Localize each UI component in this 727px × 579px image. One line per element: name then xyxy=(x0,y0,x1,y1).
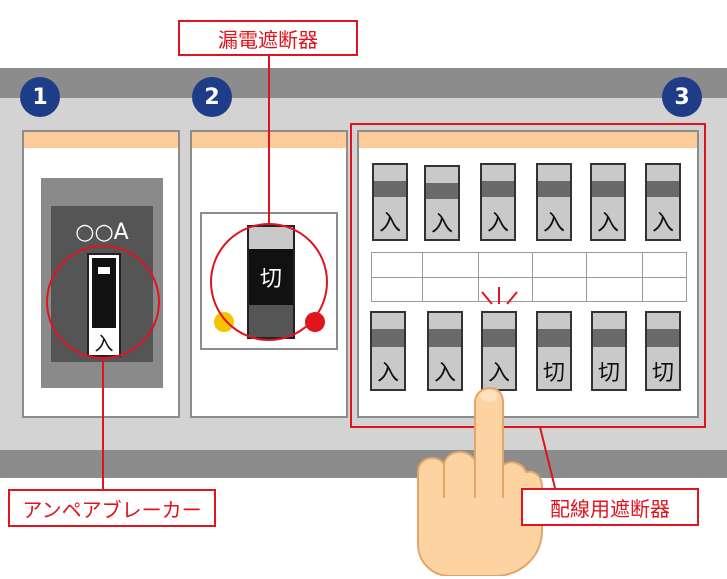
wiring-switch-bottom-2[interactable]: 入 xyxy=(427,311,463,391)
table-line xyxy=(532,253,533,301)
switch-state: 入 xyxy=(378,211,401,236)
wiring-switch-top-3[interactable]: 入 xyxy=(480,163,516,241)
switch-state: 入 xyxy=(651,211,674,236)
wiring-switch-top-2[interactable]: 入 xyxy=(424,165,460,241)
panel-top-strip xyxy=(0,68,727,98)
wiring-breaker-label: 配線用遮断器 xyxy=(521,488,699,526)
switch-band xyxy=(538,181,570,197)
wiring-breaker-box xyxy=(357,130,699,418)
switch-state: 入 xyxy=(487,361,510,386)
switch-state: 入 xyxy=(430,212,453,237)
switch-state: 入 xyxy=(596,211,619,236)
switch-state: 入 xyxy=(376,361,399,386)
ampere-highlight-circle xyxy=(46,245,160,359)
switch-band xyxy=(593,329,625,347)
switch-band xyxy=(647,329,679,347)
switch-state: 切 xyxy=(597,361,620,386)
wiring-switch-bottom-6[interactable]: 切 xyxy=(645,311,681,391)
ampere-breaker-label: アンペアブレーカー xyxy=(8,489,216,527)
table-line xyxy=(422,253,423,301)
ampere-switch-indicator xyxy=(98,267,110,274)
wiring-switch-bottom-3[interactable]: 入 xyxy=(481,311,517,391)
leakage-switch-top xyxy=(249,227,293,249)
box-header xyxy=(359,132,697,148)
wiring-switch-bottom-4[interactable]: 切 xyxy=(536,311,572,391)
wiring-switch-top-1[interactable]: 入 xyxy=(372,163,408,241)
leakage-highlight-circle xyxy=(210,223,328,341)
switch-state: 切 xyxy=(542,361,565,386)
pointing-hand-icon xyxy=(417,386,543,576)
indicator-red xyxy=(305,312,325,332)
switch-state: 入 xyxy=(486,211,509,236)
leakage-switch-lever xyxy=(249,249,293,305)
switch-state: 切 xyxy=(651,361,674,386)
leakage-breaker-label: 漏電遮断器 xyxy=(178,20,358,56)
switch-band xyxy=(372,329,404,347)
wiring-switch-bottom-5[interactable]: 切 xyxy=(591,311,627,391)
box-header xyxy=(24,132,178,148)
table-line xyxy=(642,253,643,301)
leakage-switch[interactable]: 切 xyxy=(247,225,295,339)
switch-band xyxy=(482,181,514,197)
indicator-yellow xyxy=(214,312,234,332)
table-line xyxy=(478,253,479,301)
emphasis-tick xyxy=(481,291,493,305)
ampere-rating: ○○A xyxy=(75,220,129,245)
table-line xyxy=(586,253,587,301)
wiring-highlight-frame xyxy=(350,123,706,428)
badge-3: 3 xyxy=(662,77,702,117)
switch-band xyxy=(647,181,679,197)
switch-band xyxy=(426,183,458,199)
switch-band xyxy=(483,329,515,347)
wiring-switch-top-5[interactable]: 入 xyxy=(590,163,626,241)
leakage-switch-state: 切 xyxy=(259,267,282,292)
ampere-breaker-box: ○○A 入 xyxy=(22,130,180,418)
wiring-switch-bottom-1[interactable]: 入 xyxy=(370,311,406,391)
ampere-switch[interactable]: 入 xyxy=(87,253,121,357)
switch-band xyxy=(374,181,406,197)
wiring-switch-top-6[interactable]: 入 xyxy=(645,163,681,241)
panel-bottom-strip xyxy=(0,450,727,478)
table-line xyxy=(372,277,686,278)
switch-band xyxy=(538,329,570,347)
switch-band xyxy=(429,329,461,347)
wiring-leader-line xyxy=(539,426,556,489)
badge-2: 2 xyxy=(192,77,232,117)
switch-band xyxy=(592,181,624,197)
ampere-switch-state: 入 xyxy=(94,333,114,355)
badge-1: 1 xyxy=(20,77,60,117)
switch-state: 入 xyxy=(542,211,565,236)
switch-state: 入 xyxy=(433,361,456,386)
wiring-label-table xyxy=(371,252,687,302)
wiring-switch-top-4[interactable]: 入 xyxy=(536,163,572,241)
emphasis-tick xyxy=(506,291,518,305)
